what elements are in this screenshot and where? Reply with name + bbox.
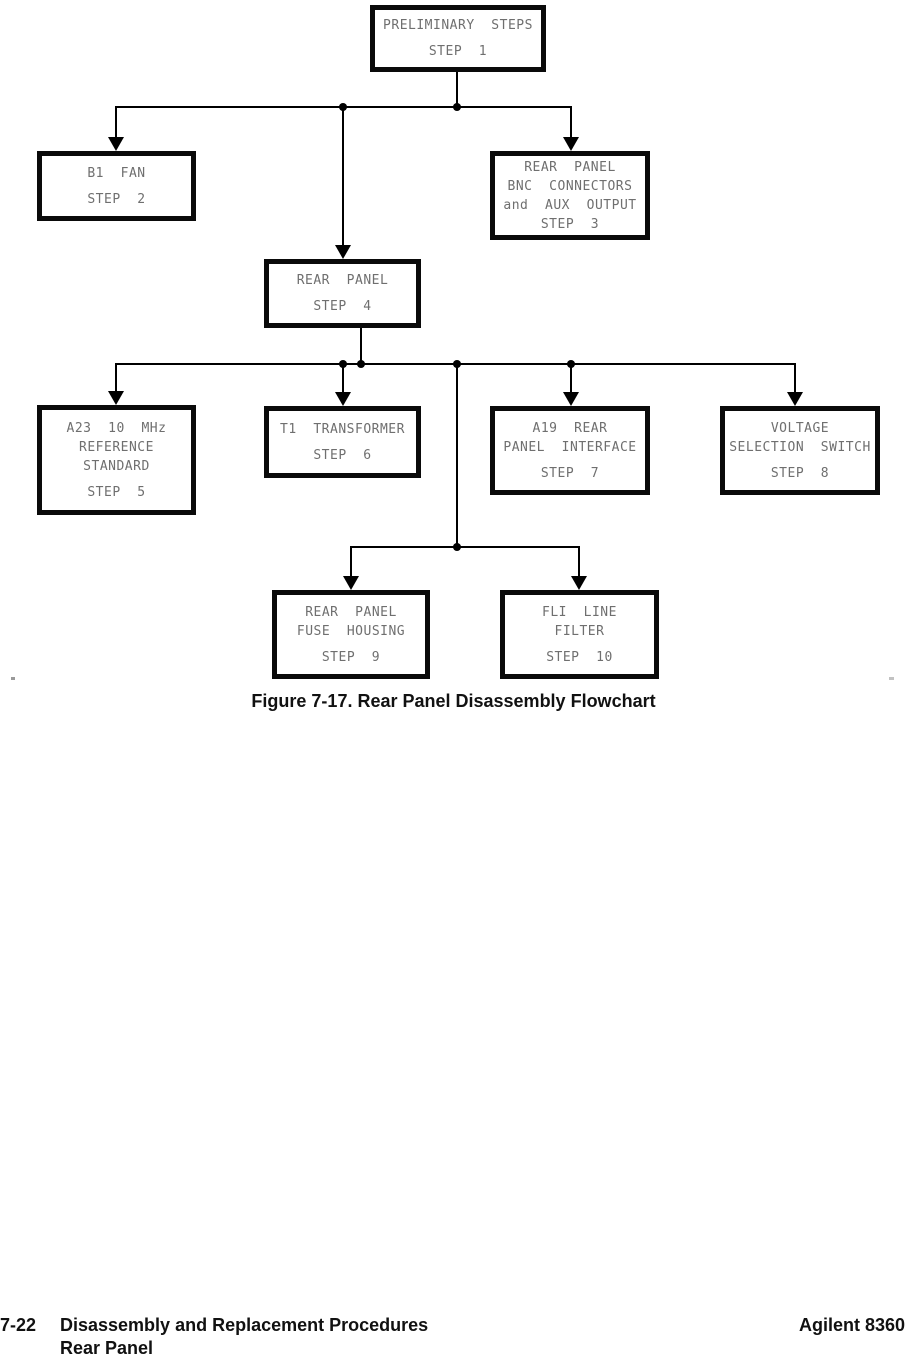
connector-line bbox=[350, 546, 580, 548]
junction-dot bbox=[357, 360, 365, 368]
connector-line bbox=[570, 106, 572, 142]
arrow-down-icon bbox=[343, 576, 359, 590]
connector-line bbox=[342, 106, 344, 252]
box-label: PRELIMINARY STEPS bbox=[383, 18, 533, 33]
connector-line bbox=[360, 328, 362, 365]
box-step-label: STEP 7 bbox=[540, 465, 600, 481]
scan-speck bbox=[11, 677, 15, 680]
connector-line bbox=[350, 546, 352, 578]
footer-left: 7-22 Disassembly and Replacement Procedu… bbox=[0, 1315, 428, 1356]
footer-page-number: 7-22 bbox=[0, 1315, 37, 1335]
arrow-down-icon bbox=[108, 391, 124, 405]
junction-dot bbox=[339, 360, 347, 368]
box-label: REAR PANEL BNC CONNECTORS and AUX OUTPUT bbox=[503, 159, 637, 213]
box-step-label: STEP 4 bbox=[313, 299, 372, 314]
connector-line bbox=[115, 363, 117, 396]
flowchart-box-preliminary-steps: PRELIMINARY STEPS STEP 1 bbox=[370, 5, 546, 72]
flowchart-box-rear-panel-bnc: REAR PANEL BNC CONNECTORS and AUX OUTPUT… bbox=[490, 151, 650, 240]
box-label: A23 10 MHz REFERENCE STANDARD bbox=[66, 420, 167, 474]
flowchart-box-rear-panel: REAR PANEL STEP 4 bbox=[264, 259, 421, 328]
connector-line bbox=[342, 363, 344, 396]
footer-section-title: Disassembly and Replacement Procedures bbox=[60, 1315, 429, 1335]
junction-dot bbox=[453, 360, 461, 368]
arrow-down-icon bbox=[335, 392, 351, 406]
flowchart-box-fuse-housing: REAR PANEL FUSE HOUSING STEP 9 bbox=[272, 590, 430, 679]
box-step-label: STEP 8 bbox=[770, 465, 830, 481]
scan-speck bbox=[889, 677, 894, 680]
figure-caption: Figure 7-17. Rear Panel Disassembly Flow… bbox=[251, 691, 656, 711]
box-step-label: STEP 9 bbox=[321, 649, 381, 665]
box-step-label: STEP 6 bbox=[313, 447, 372, 463]
box-step-label: STEP 1 bbox=[428, 44, 488, 59]
connector-line bbox=[794, 363, 796, 396]
flowchart-box-fli-line-filter: FLI LINE FILTER STEP 10 bbox=[500, 590, 659, 679]
flowchart-box-voltage-switch: VOLTAGE SELECTION SWITCH STEP 8 bbox=[720, 406, 880, 495]
box-step-label: STEP 10 bbox=[546, 649, 613, 665]
box-step-label: STEP 2 bbox=[87, 191, 146, 207]
arrow-down-icon bbox=[108, 137, 124, 151]
arrow-down-icon bbox=[335, 245, 351, 259]
connector-line bbox=[578, 546, 580, 578]
connector-line bbox=[115, 106, 117, 142]
box-label: REAR PANEL FUSE HOUSING bbox=[296, 604, 406, 639]
box-step-label: STEP 3 bbox=[540, 216, 600, 232]
box-step-label: STEP 5 bbox=[87, 484, 146, 500]
footer-subsection: Rear Panel bbox=[60, 1338, 154, 1356]
connector-line bbox=[570, 363, 572, 396]
box-label: REAR PANEL bbox=[296, 273, 389, 288]
box-label: T1 TRANSFORMER bbox=[280, 421, 405, 437]
flowchart-box-b1-fan: B1 FAN STEP 2 bbox=[37, 151, 196, 221]
flowchart-box-a19-interface: A19 REAR PANEL INTERFACE STEP 7 bbox=[490, 406, 650, 495]
arrow-down-icon bbox=[563, 392, 579, 406]
arrow-down-icon bbox=[787, 392, 803, 406]
footer-product-name: Agilent 8360 bbox=[798, 1315, 905, 1335]
footer-section: Disassembly and Replacement Procedures R… bbox=[60, 1315, 428, 1356]
connector-line bbox=[456, 363, 458, 548]
box-label: FLI LINE FILTER bbox=[542, 604, 617, 639]
junction-dot bbox=[453, 543, 461, 551]
box-label: B1 FAN bbox=[87, 165, 146, 181]
box-label: VOLTAGE SELECTION SWITCH bbox=[729, 420, 871, 455]
arrow-down-icon bbox=[571, 576, 587, 590]
junction-dot bbox=[453, 103, 461, 111]
box-label: A19 REAR PANEL INTERFACE bbox=[503, 420, 637, 455]
connector-line bbox=[456, 72, 458, 108]
junction-dot bbox=[567, 360, 575, 368]
arrow-down-icon bbox=[563, 137, 579, 151]
junction-dot bbox=[339, 103, 347, 111]
flowchart-box-a23-reference: A23 10 MHz REFERENCE STANDARD STEP 5 bbox=[37, 405, 196, 515]
flowchart-box-t1-transformer: T1 TRANSFORMER STEP 6 bbox=[264, 406, 421, 478]
